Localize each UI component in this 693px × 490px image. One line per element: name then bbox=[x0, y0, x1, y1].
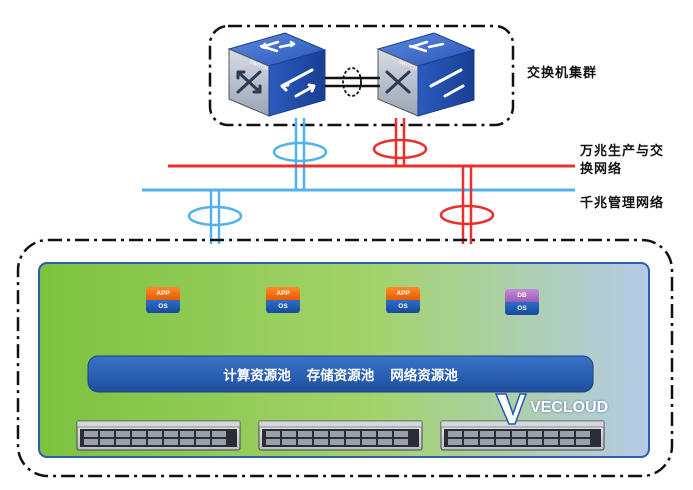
vm-app-os: APP OS bbox=[266, 287, 300, 313]
vm-app-os: APP OS bbox=[386, 287, 420, 313]
compute-pool-label: 计算资源池 bbox=[223, 368, 291, 384]
link-bundle-icon bbox=[372, 138, 428, 160]
link-bundle-icon bbox=[272, 141, 328, 163]
vm-db-os: DB OS bbox=[505, 289, 539, 315]
vm-os-label: OS bbox=[266, 300, 300, 313]
production-network-label-line1: 万兆生产与交 bbox=[580, 144, 665, 159]
vecloud-logo-icon bbox=[494, 393, 528, 425]
brand: VECLOUD bbox=[528, 392, 608, 424]
vm-app-label: APP bbox=[386, 287, 420, 300]
switch-icon: SWITCH bbox=[227, 32, 327, 117]
link-bundle-icon bbox=[439, 204, 495, 226]
vm-os-label: OS bbox=[505, 302, 539, 315]
resource-pool-labels: 计算资源池 存储资源池 网络资源池 bbox=[88, 356, 593, 392]
vm-app-os: APP OS bbox=[146, 287, 180, 313]
vm-db-label: DB bbox=[505, 289, 539, 302]
network-pool-label: 网络资源池 bbox=[390, 368, 458, 384]
vm-app-label: APP bbox=[146, 287, 180, 300]
management-network-label: 千兆管理网络 bbox=[580, 196, 665, 211]
production-network-label-line2: 换网络 bbox=[580, 162, 623, 177]
vm-os-label: OS bbox=[386, 300, 420, 313]
switch-interconnect bbox=[325, 67, 380, 97]
server-icon bbox=[76, 420, 241, 451]
storage-pool-label: 存储资源池 bbox=[306, 368, 375, 384]
server-icon bbox=[258, 420, 423, 451]
switch-icon: SWITCH bbox=[376, 32, 476, 117]
server-icon bbox=[440, 420, 605, 451]
switch-uplinks bbox=[272, 118, 428, 190]
link-bundle-icon bbox=[342, 67, 362, 97]
switch-cluster-frame bbox=[208, 24, 515, 127]
brand-name: VECLOUD bbox=[530, 399, 609, 416]
resource-pool-bar bbox=[87, 355, 594, 393]
switch-cluster-label: 交换机集群 bbox=[527, 66, 598, 81]
vm-app-label: APP bbox=[266, 287, 300, 300]
vm-os-label: OS bbox=[146, 300, 180, 313]
link-bundle-icon bbox=[187, 205, 243, 227]
cluster-downlinks bbox=[187, 166, 495, 244]
server-cluster-frame bbox=[16, 238, 674, 478]
